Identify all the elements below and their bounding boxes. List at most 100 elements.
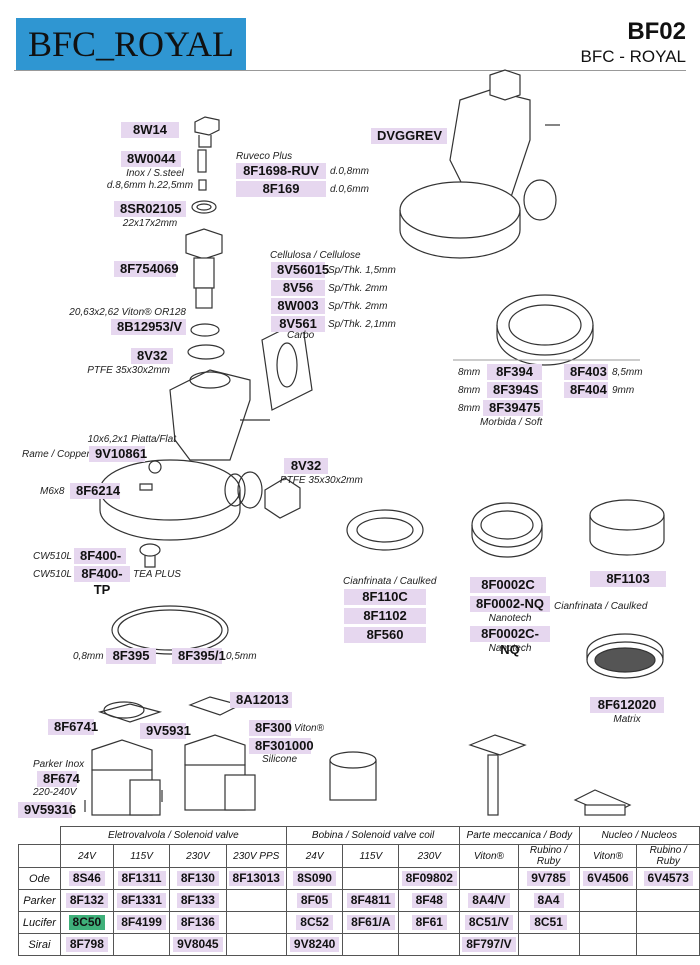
table-cell[interactable]: 8F09802 [398, 867, 461, 890]
part-8B12953-V[interactable]: 8B12953/V [111, 319, 186, 335]
table-cell[interactable]: 8F798 [59, 933, 114, 956]
table-cell[interactable]: 8S46 [59, 867, 114, 890]
table-cell[interactable]: 8F13013 [225, 867, 287, 890]
part-8F0002-NQ[interactable]: 8F0002-NQ [470, 596, 550, 612]
table-cell[interactable]: 8F797/V [459, 933, 519, 956]
table-cell[interactable]: 8C50 [59, 911, 114, 934]
part-DVGGREV[interactable]: DVGGREV [371, 128, 447, 144]
table-cell[interactable]: 8F4199 [112, 911, 171, 934]
table-cell[interactable]: 8F130 [169, 867, 227, 890]
table-cell[interactable]: 8F1331 [112, 889, 171, 912]
part-code[interactable]: 8F61 [411, 915, 447, 930]
part-code[interactable]: 8F133 [176, 893, 219, 908]
part-code[interactable]: 8A4 [533, 893, 564, 908]
part-8F560[interactable]: 8F560 [344, 627, 426, 643]
part-code[interactable]: 8F132 [65, 893, 108, 908]
part-code[interactable]: 6V4573 [643, 871, 693, 886]
part-8A12013[interactable]: 8A12013 [230, 692, 292, 708]
part-8F395-1[interactable]: 8F395/1 [172, 648, 226, 664]
table-cell[interactable]: 8F132 [59, 889, 114, 912]
part-8F674[interactable]: 8F674 [37, 771, 80, 787]
table-cell[interactable]: 8C52 [285, 911, 344, 934]
part-8W003[interactable]: 8W003 [271, 298, 325, 314]
part-code[interactable]: 6V4506 [583, 871, 633, 886]
part-8SR02105[interactable]: 8SR02105 [114, 201, 186, 217]
part-8F404[interactable]: 8F404 [564, 382, 608, 398]
part-code[interactable]: 8F797/V [462, 937, 516, 952]
part-code[interactable]: 8C51/V [464, 915, 513, 930]
part-code[interactable]: 8C52 [296, 915, 333, 930]
part-code[interactable]: 8S090 [293, 871, 336, 886]
part-8F0002C-NQ[interactable]: 8F0002C-NQ [470, 626, 550, 657]
part-code[interactable]: 9V8240 [289, 937, 340, 952]
part-8F0002C[interactable]: 8F0002C [470, 577, 546, 593]
part-code[interactable]: 8F1311 [117, 871, 166, 886]
table-cell[interactable]: 9V8240 [285, 933, 344, 956]
part-8F169[interactable]: 8F169 [236, 181, 326, 197]
part-code[interactable]: 8F4199 [117, 915, 166, 930]
part-code[interactable]: 8F48 [411, 893, 447, 908]
part-8V32-side[interactable]: 8V32 [284, 458, 328, 474]
part-code[interactable]: 8F798 [65, 937, 108, 952]
part-8F403[interactable]: 8F403 [564, 364, 608, 380]
table-cell[interactable]: 8C51 [517, 911, 580, 934]
part-8F612020[interactable]: 8F612020 [590, 697, 664, 713]
part-code[interactable]: 8F13013 [228, 871, 284, 886]
part-code[interactable]: 8C51 [530, 915, 567, 930]
part-9V10861[interactable]: 9V10861 [89, 446, 147, 462]
part-8W14[interactable]: 8W14 [121, 122, 179, 138]
part-8F39475[interactable]: 8F39475 [483, 400, 543, 416]
part-code[interactable]: 8F05 [296, 893, 333, 908]
table-cell[interactable]: 8F48 [398, 889, 461, 912]
table-cell[interactable]: 8F1311 [112, 867, 171, 890]
part-8W0044[interactable]: 8W0044 [121, 151, 181, 167]
table-cell[interactable]: 8F61/A [342, 911, 400, 934]
caulked-label-2: Cianfrinata / Caulked [554, 601, 648, 612]
table-cell[interactable]: 8F05 [285, 889, 344, 912]
table-cell[interactable]: 8A4/V [459, 889, 519, 912]
part-8V56015[interactable]: 8V56015 [271, 262, 329, 278]
part-code[interactable]: 8A4/V [468, 893, 510, 908]
part-9V5931[interactable]: 9V5931 [140, 723, 191, 739]
table-cell[interactable]: 8C51/V [459, 911, 519, 934]
part-8F300[interactable]: 8F300 [249, 720, 292, 736]
part-code[interactable]: 9V785 [527, 871, 570, 886]
part-8V561[interactable]: 8V561 [271, 316, 325, 332]
part-code[interactable]: 8F09802 [401, 871, 457, 886]
part-8F301000[interactable]: 8F301000 [249, 738, 314, 754]
part-8F754069[interactable]: 8F754069 [114, 261, 179, 277]
part-code[interactable]: 8F4811 [346, 893, 395, 908]
table-cell[interactable]: 6V4506 [578, 867, 638, 890]
table-cell[interactable]: 9V8045 [169, 933, 227, 956]
table-cell[interactable]: 6V4573 [636, 867, 700, 890]
part-8F1102[interactable]: 8F1102 [344, 608, 426, 624]
header-divider [14, 70, 686, 71]
part-8F1103[interactable]: 8F1103 [590, 571, 666, 587]
table-cell[interactable]: 8F133 [169, 889, 227, 912]
part-code[interactable]: 8F61/A [347, 915, 395, 930]
part-8F1698-RUV[interactable]: 8F1698-RUV [236, 163, 326, 179]
table-cell[interactable]: 8F61 [398, 911, 461, 934]
part-8F394S[interactable]: 8F394S [487, 382, 542, 398]
part-code[interactable]: 8F130 [176, 871, 219, 886]
part-8F400-TP[interactable]: 8F400-TP [74, 566, 130, 597]
part-9V59316[interactable]: 9V59316 [18, 802, 76, 818]
table-cell[interactable]: 8A4 [517, 889, 580, 912]
table-cell[interactable]: 8F4811 [342, 889, 400, 912]
part-8F394[interactable]: 8F394 [487, 364, 542, 380]
part-8F400-P[interactable]: 8F400-P [74, 548, 126, 579]
table-cell[interactable]: 8F136 [169, 911, 227, 934]
part-8V32-top[interactable]: 8V32 [131, 348, 173, 364]
part-8F395[interactable]: 8F395 [106, 648, 156, 664]
part-8V56[interactable]: 8V56 [271, 280, 325, 296]
part-code[interactable]: 8S46 [68, 871, 105, 886]
part-code[interactable]: 9V8045 [173, 937, 223, 952]
part-8F6214[interactable]: 8F6214 [70, 483, 120, 499]
part-code-highlighted[interactable]: 8C50 [68, 915, 106, 930]
table-cell[interactable]: 8S090 [285, 867, 344, 890]
part-code[interactable]: 8F136 [176, 915, 219, 930]
part-8F6741[interactable]: 8F6741 [48, 719, 98, 735]
part-code[interactable]: 8F1331 [117, 893, 166, 908]
table-cell[interactable]: 9V785 [517, 867, 580, 890]
part-8F110C[interactable]: 8F110C [344, 589, 426, 605]
